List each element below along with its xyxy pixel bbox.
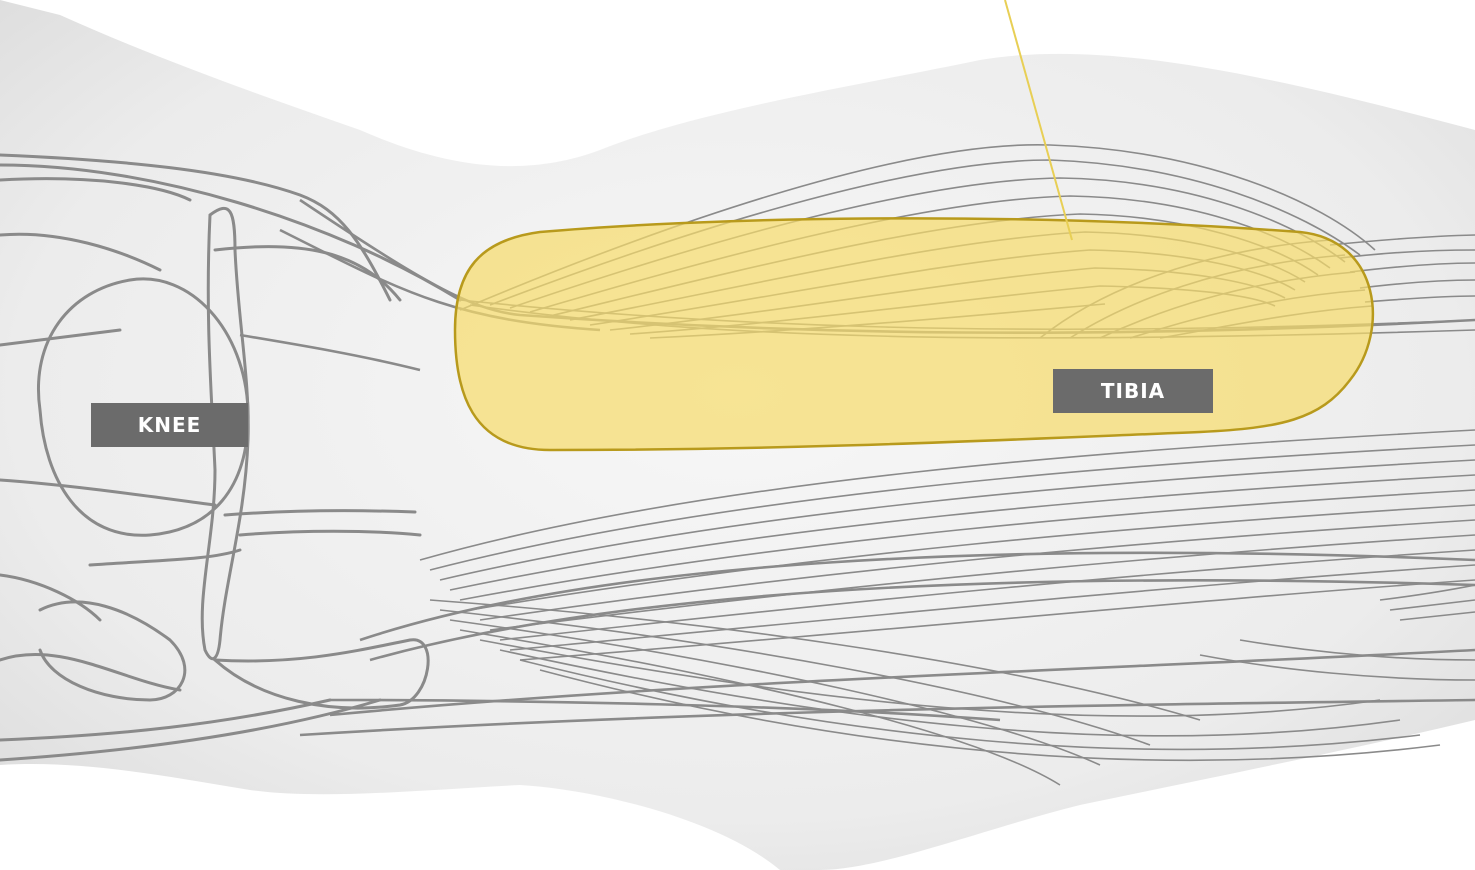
tibia-label: TIBIA [1053, 369, 1213, 413]
tibia-highlight-region [455, 218, 1373, 450]
knee-label: KNEE [91, 403, 248, 447]
